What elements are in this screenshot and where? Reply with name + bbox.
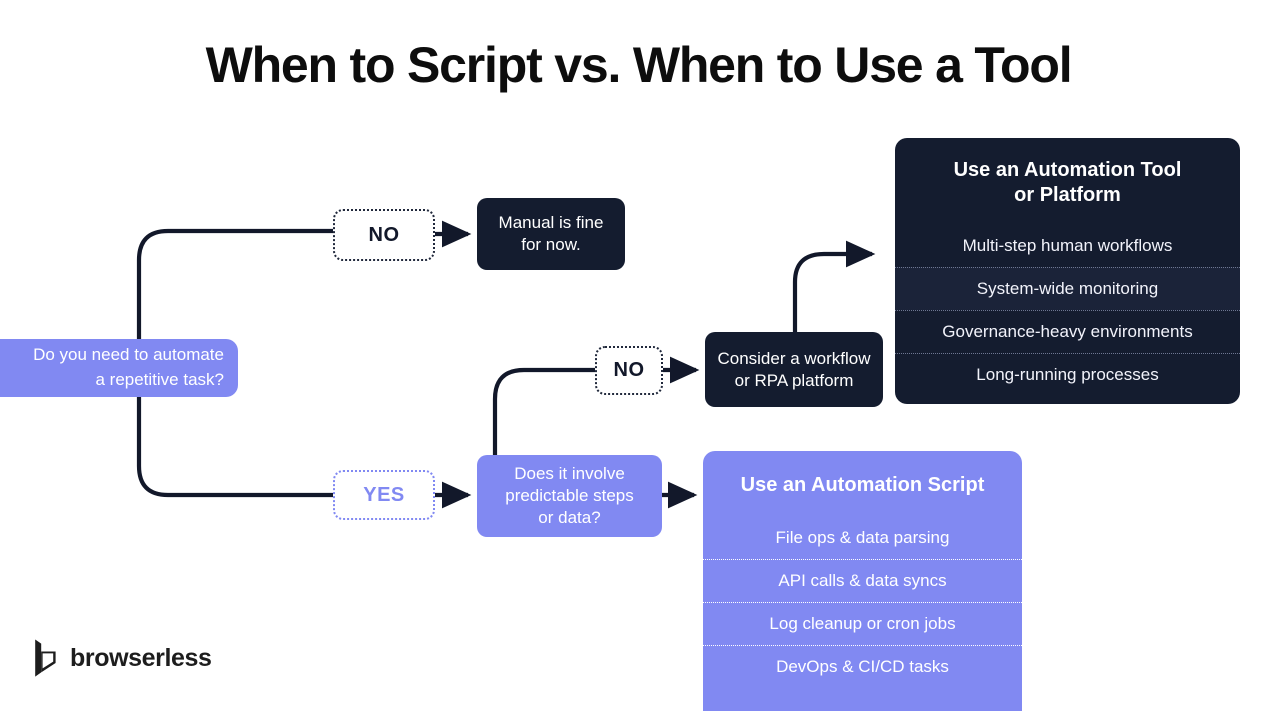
wire-predictable-to-no-mid [492, 367, 595, 455]
node-predictable-line3: or data? [538, 507, 601, 527]
panel-automation-tool-title-line1: Use an Automation Tool [953, 159, 1182, 181]
start-node-question[interactable]: Do you need to automate a repetitive tas… [0, 339, 238, 397]
wire-spine-to-yes [136, 465, 333, 498]
edge-label-no-mid[interactable]: NO [595, 346, 663, 395]
browserless-b-mark-icon [35, 639, 56, 677]
start-node-line1: Do you need to automate [33, 345, 224, 365]
panel-automation-tool[interactable]: Use an Automation Tool or Platform Multi… [895, 138, 1240, 404]
page-title: When to Script vs. When to Use a Tool [205, 37, 1073, 93]
panel-automation-tool-row-3: Long-running processes [895, 353, 1240, 396]
browserless-wordmark: browserless [70, 643, 212, 672]
node-consider-line2: or RPA platform [734, 370, 854, 390]
start-node-line2: a repetitive task? [95, 370, 224, 389]
panel-automation-script[interactable]: Use an Automation Script File ops & data… [703, 451, 1022, 711]
panel-automation-tool-row-1: System-wide monitoring [895, 267, 1240, 310]
node-consider-workflow[interactable]: Consider a workflow or RPA platform [705, 332, 883, 407]
panel-automation-script-row-1: API calls & data syncs [703, 559, 1022, 602]
edge-label-no-top[interactable]: NO [333, 209, 435, 261]
panel-automation-tool-row-0: Multi-step human workflows [962, 235, 1173, 255]
node-predictable-steps[interactable]: Does it involve predictable steps or dat… [477, 455, 662, 537]
panel-automation-script-row-2: Log cleanup or cron jobs [703, 602, 1022, 645]
panel-automation-script-row-3: DevOps & CI/CD tasks [703, 645, 1022, 688]
node-manual-is-fine[interactable]: Manual is fine for now. [477, 198, 625, 270]
edge-label-yes[interactable]: YES [333, 470, 435, 520]
panel-automation-script-row-0: File ops & data parsing [775, 527, 950, 547]
wire-consider-to-tool-panel [792, 240, 876, 332]
node-manual-line2: for now. [521, 235, 581, 254]
panel-automation-script-title-line1: Use an Automation Script [740, 474, 985, 496]
panel-automation-tool-title-line2: or Platform [1014, 184, 1121, 206]
node-predictable-line1: Does it involve [514, 464, 625, 484]
wire-spine-to-no-top [136, 228, 333, 261]
node-manual-line1: Manual is fine [498, 213, 604, 233]
node-consider-line1: Consider a workflow [717, 348, 871, 368]
node-predictable-line2: predictable steps [505, 486, 634, 506]
browserless-logo[interactable]: browserless [33, 638, 212, 678]
panel-automation-script-title: Use an Automation Script [703, 451, 1022, 516]
panel-automation-tool-row-2: Governance-heavy environments [895, 310, 1240, 353]
panel-automation-tool-title: Use an Automation Tool or Platform [895, 138, 1240, 224]
